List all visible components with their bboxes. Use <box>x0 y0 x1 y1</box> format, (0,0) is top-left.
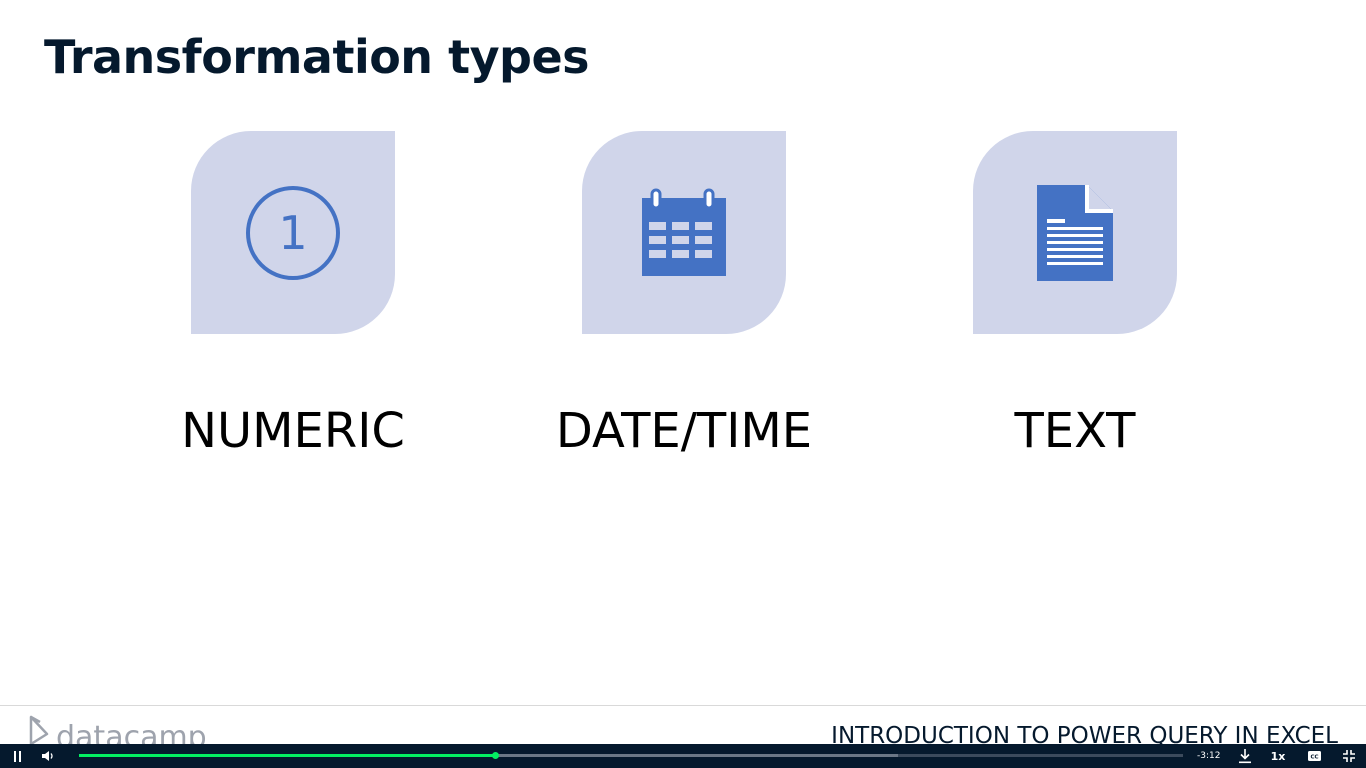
calendar-icon <box>642 188 726 276</box>
datetime-tile <box>582 131 786 334</box>
brand-name: datacamp <box>56 720 207 744</box>
document-icon <box>1037 184 1113 281</box>
download-icon <box>1239 749 1251 764</box>
download-button[interactable] <box>1230 744 1260 768</box>
closed-captions-icon: CC <box>1307 751 1321 761</box>
speed-label: 1x <box>1270 749 1286 763</box>
slide: Transformation types 1 NUMERIC <box>0 30 1366 744</box>
course-title: INTRODUCTION TO POWER QUERY IN EXCEL <box>831 723 1338 744</box>
played-range <box>79 754 496 757</box>
speaker-icon <box>42 751 53 761</box>
footer-divider <box>0 705 1366 706</box>
datacamp-logo: datacamp <box>28 714 207 744</box>
numeric-tile: 1 <box>191 131 395 334</box>
text-label: TEXT <box>1014 403 1136 459</box>
pause-icon <box>14 750 21 762</box>
pause-button[interactable] <box>6 744 30 768</box>
text-tile <box>973 131 1177 334</box>
exit-fullscreen-button[interactable] <box>1332 744 1366 768</box>
datetime-label: DATE/TIME <box>555 403 813 459</box>
video-control-bar: -3:12 1x CC <box>0 744 1366 768</box>
volume-button[interactable] <box>36 744 60 768</box>
playback-speed-button[interactable]: 1x <box>1260 744 1296 768</box>
datacamp-mark-icon <box>29 715 49 744</box>
number-one-circle-icon: 1 <box>246 185 340 280</box>
right-controls: 1x CC <box>1230 744 1366 768</box>
svg-text:CC: CC <box>1310 754 1318 760</box>
time-remaining: -3:12 <box>1197 751 1221 761</box>
seek-handle[interactable] <box>492 752 500 759</box>
numeric-label: NUMERIC <box>181 403 405 459</box>
seek-bar[interactable] <box>79 752 1183 759</box>
exit-fullscreen-icon <box>1343 750 1355 762</box>
captions-button[interactable]: CC <box>1296 744 1332 768</box>
numeral-text: 1 <box>278 206 307 260</box>
slide-title: Transformation types <box>44 30 590 84</box>
